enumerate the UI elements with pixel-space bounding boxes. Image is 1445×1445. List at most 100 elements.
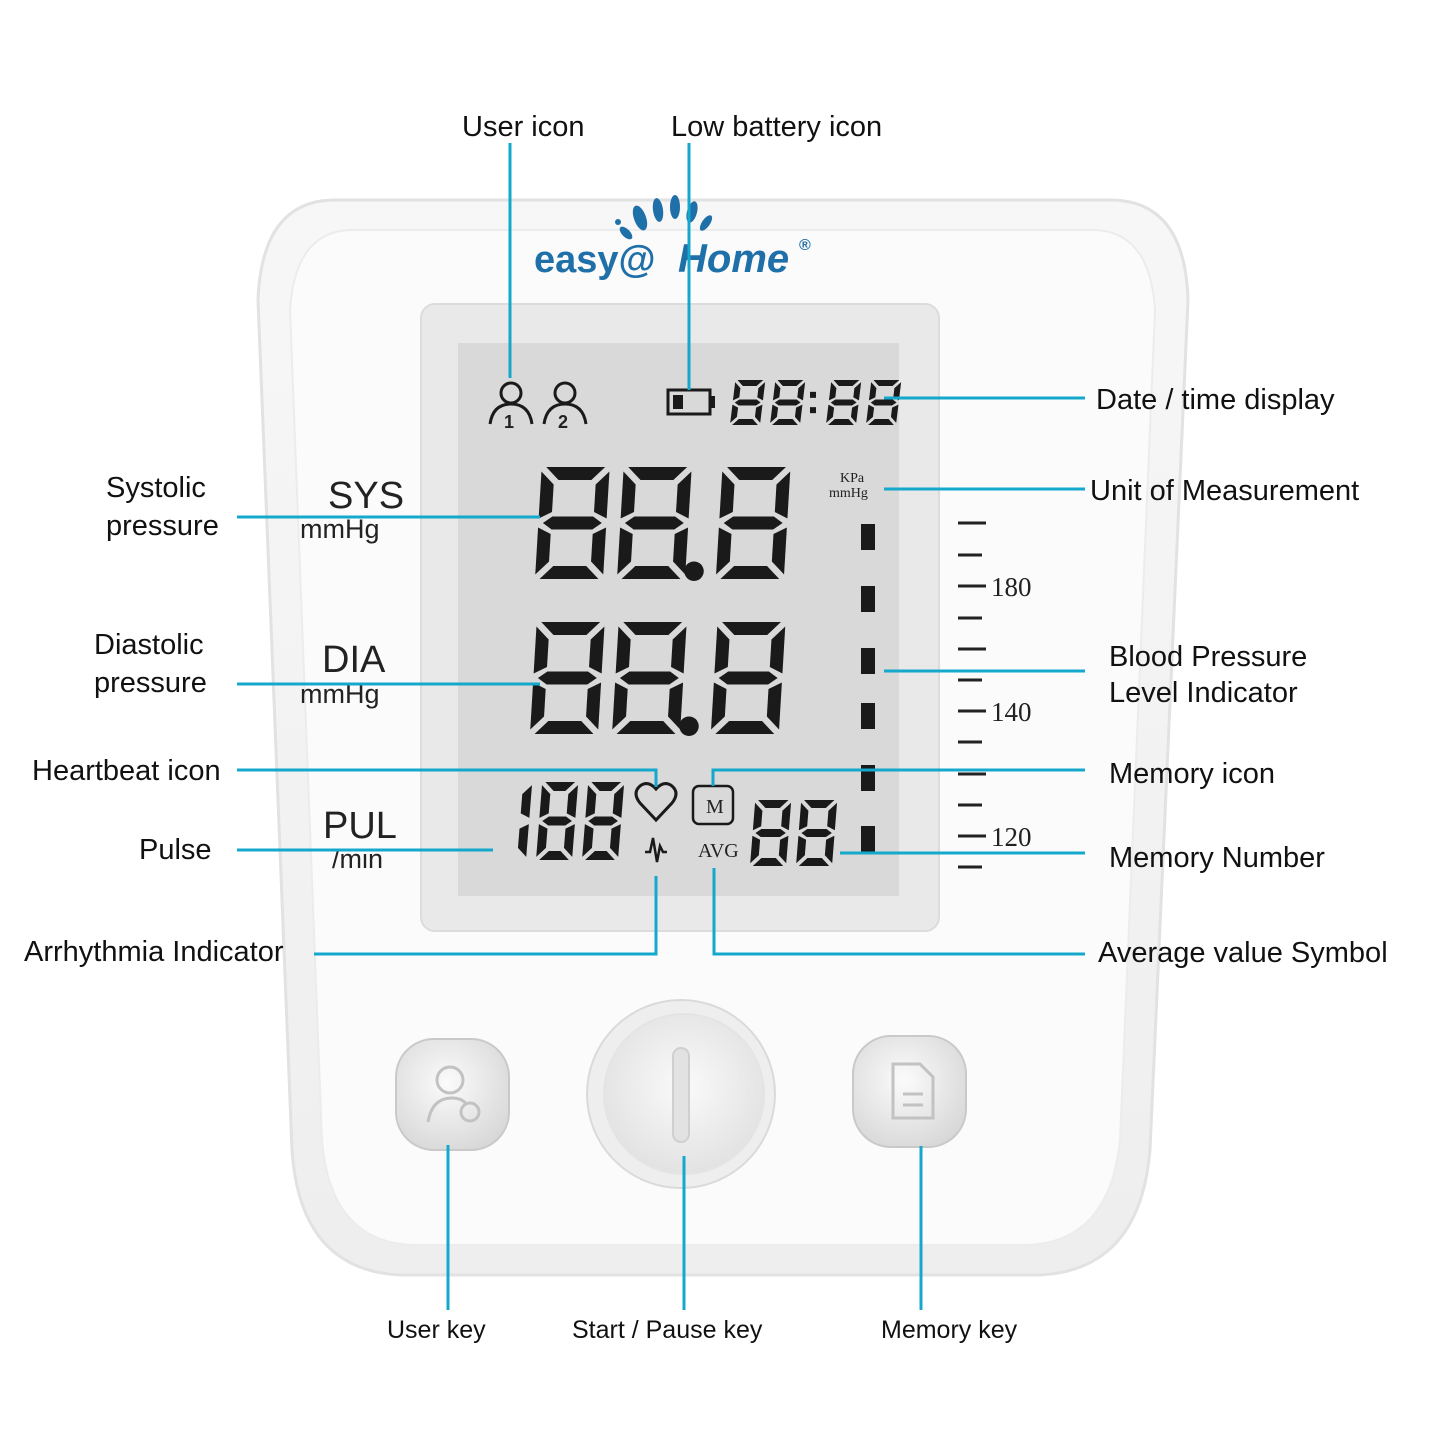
time-digits-segment: [757, 382, 766, 401]
time-digits-segment: [868, 382, 877, 401]
dia-label: DIA: [322, 639, 386, 681]
memory-digits-segment: [801, 829, 832, 837]
dia-digits-segment: [619, 671, 679, 685]
memory-key-button[interactable]: [852, 1035, 967, 1148]
leader-heartbeat: [237, 768, 658, 787]
level-indicator-bar: [861, 524, 875, 852]
dia-digits-segment: [718, 671, 778, 685]
memory-digits-segment: [798, 858, 830, 866]
label-memory-number: Memory Number: [1109, 842, 1325, 874]
pulse-digits-segment: [612, 785, 624, 818]
dia-digits-segment: [711, 682, 727, 730]
dia-digits-segment: [671, 626, 687, 674]
time-digits-segment: [734, 399, 761, 406]
label-diastolic-line1: Diastolic: [94, 629, 204, 661]
memory-digits: [750, 800, 838, 866]
sys-digits-segment: [727, 467, 786, 480]
scale-label-180: 180: [991, 572, 1032, 602]
pulse-digits-digit-2: [582, 782, 624, 860]
pulse-digits-segment: [520, 785, 532, 818]
sys-label: SYS: [328, 475, 404, 517]
time-digits-segment: [873, 380, 900, 386]
user-key-button[interactable]: [395, 1038, 510, 1151]
leader-avg: [712, 868, 1085, 956]
brand-name-right: Home: [678, 237, 789, 281]
label-date-time-display: Date / time display: [1096, 384, 1335, 416]
memory-digits-segment: [750, 835, 761, 864]
dia-digits: [530, 622, 786, 736]
pulse-digits-segment: [585, 785, 597, 818]
dia-digits-segment: [715, 721, 775, 734]
time-digits-digit-2: [826, 380, 862, 425]
sys-digits-segment: [539, 566, 599, 579]
scale-label-120: 120: [991, 822, 1032, 852]
dia-digits-segment: [533, 626, 549, 674]
time-digits-segment: [833, 380, 860, 386]
label-user-icon: User icon: [462, 111, 585, 143]
time-digits-segment: [828, 382, 837, 401]
dia-digits-segment: [541, 622, 601, 635]
pulse-digits-segment: [517, 824, 529, 857]
time-digits-segment: [826, 404, 835, 423]
dia-digits-segment: [530, 682, 546, 730]
memory-digits-digit-0: [750, 800, 792, 866]
dia-digits-segment: [615, 626, 631, 674]
pulse-digits-segment: [609, 824, 621, 857]
dia-digits-digit-1: [612, 622, 687, 734]
user-1-number: 1: [504, 412, 514, 432]
sys-digits-segment: [628, 467, 688, 480]
memory-digits-segment: [824, 835, 835, 864]
memory-key-icon: [891, 1062, 935, 1120]
scale-ticks: [958, 521, 986, 869]
time-digits-segment: [890, 404, 899, 423]
pulse-digits-segment: [536, 824, 548, 857]
dia-digits-segment: [612, 682, 628, 730]
time-digits-segment: [774, 399, 801, 406]
sys-digits-decimal-point: [684, 561, 704, 581]
dia-digits-segment: [714, 626, 730, 674]
dia-digits-segment: [722, 622, 781, 635]
time-digits-segment: [730, 404, 739, 423]
sys-digits-segment: [617, 527, 633, 575]
time-digits-segment: [732, 382, 741, 401]
time-digits-segment: [893, 382, 902, 401]
label-bp-level-line1: Blood Pressure: [1109, 641, 1307, 673]
label-start-pause-key: Start / Pause key: [572, 1316, 763, 1344]
time-digits-segment: [772, 382, 781, 401]
label-memory-icon: Memory icon: [1109, 758, 1275, 790]
memory-digits-segment: [781, 802, 792, 831]
sys-digits-segment: [723, 516, 783, 530]
heart-icon: [634, 782, 678, 823]
memory-digits-digit-1: [796, 800, 838, 866]
unit-mmhg: mmHg: [829, 486, 868, 501]
time-digits-segment: [870, 399, 897, 406]
time-digits-segment: [754, 404, 763, 423]
user-1-icon: [488, 381, 534, 425]
dia-digits-segment: [586, 682, 602, 730]
pulse-digits: [517, 782, 624, 860]
user-key-icon: [426, 1065, 481, 1123]
time-digits-segment: [828, 419, 854, 425]
dia-digits-segment: [537, 671, 597, 685]
label-memory-key: Memory key: [881, 1316, 1018, 1344]
sys-digits-segment: [676, 471, 692, 519]
memory-digits-segment: [778, 835, 789, 864]
sys-digits-segment: [542, 516, 602, 530]
sys-digits-segment: [546, 467, 606, 480]
label-systolic-line1: Systolic: [106, 472, 206, 504]
time-digits-segment: [853, 382, 862, 401]
pulse-digits-digit-0: [517, 785, 532, 857]
pulse-digits-digit-1: [536, 782, 578, 860]
dia-digits-segment: [623, 622, 683, 635]
time-digits-segment: [868, 419, 894, 425]
dia-digits-segment: [589, 626, 605, 674]
memory-digits-segment: [804, 800, 835, 808]
sys-digits-segment: [621, 566, 681, 579]
time-digits-segment: [772, 419, 798, 425]
leader-arrhythmia: [314, 876, 658, 956]
label-user-key: User key: [387, 1316, 486, 1344]
pulse-digits-segment: [588, 816, 618, 826]
pulse-digits-segment: [566, 785, 578, 818]
start-pause-button[interactable]: [586, 999, 776, 1189]
